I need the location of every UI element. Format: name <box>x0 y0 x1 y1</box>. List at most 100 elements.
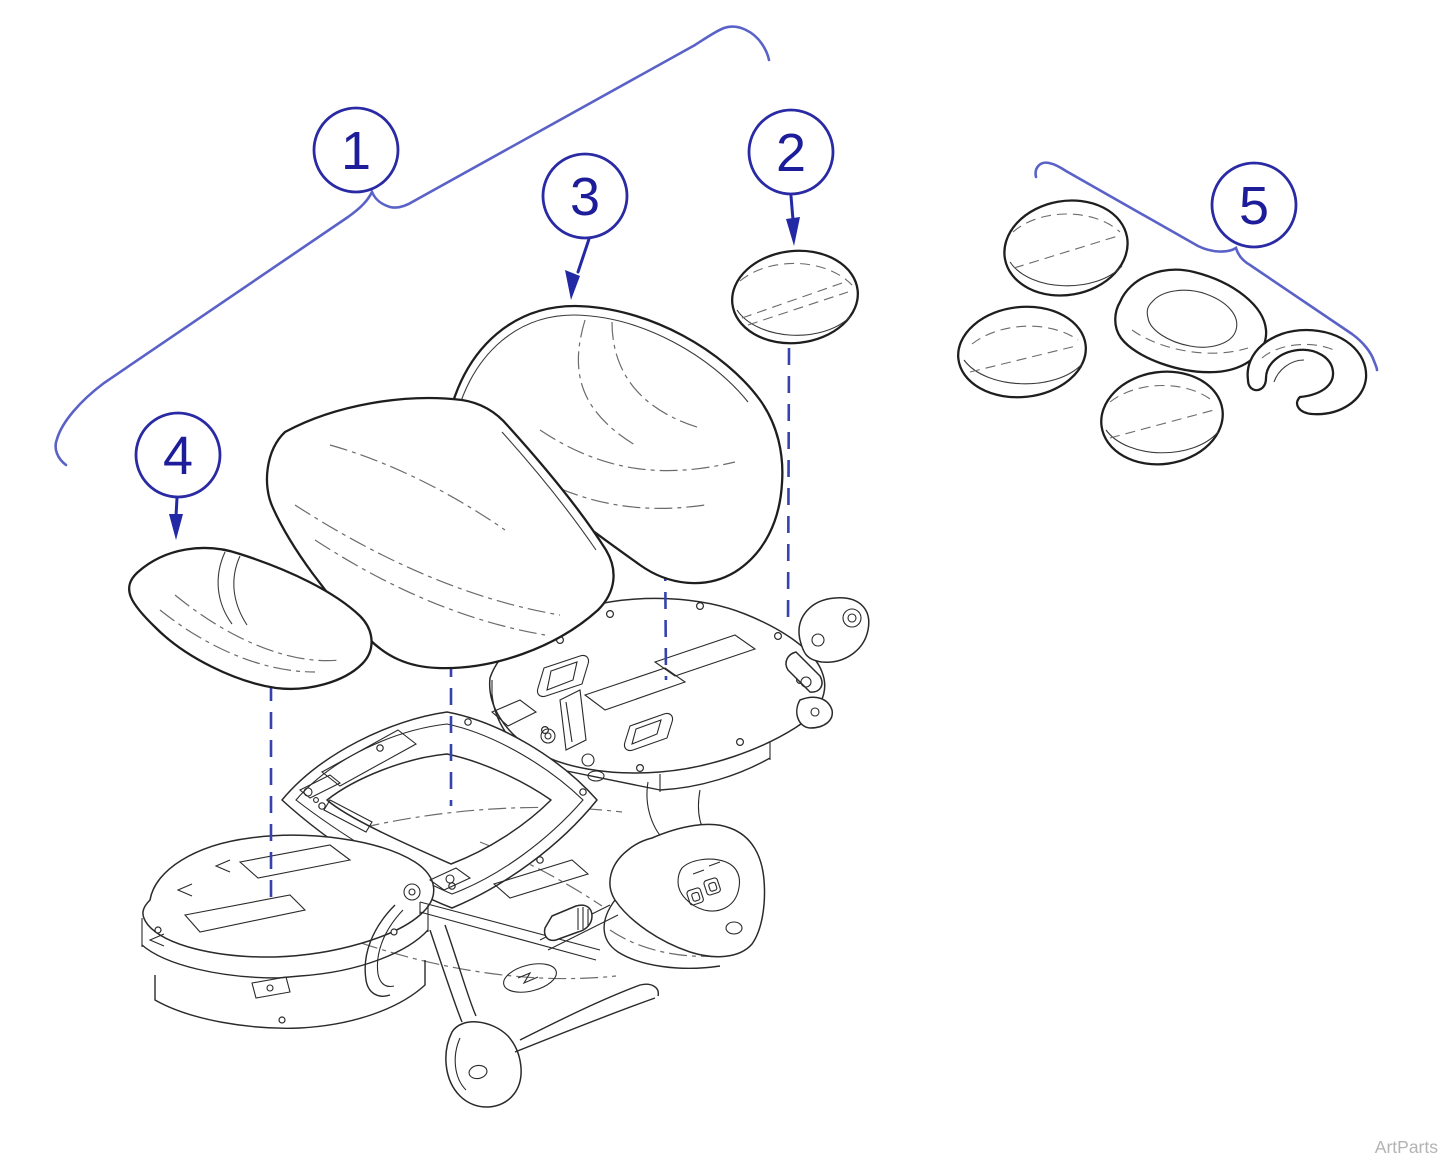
kit-pad-oval-left <box>957 305 1087 399</box>
callout-number: 5 <box>1239 176 1269 236</box>
armrest-seam <box>217 551 233 625</box>
arrow-item-2 <box>786 194 800 246</box>
armrest-seam <box>233 555 248 626</box>
accessory-pad-kit <box>957 199 1368 466</box>
seat-contour <box>294 504 561 616</box>
kit-pad-outline <box>1100 370 1224 466</box>
headrest-contour <box>741 281 846 319</box>
linkage-bracket <box>490 699 538 727</box>
backrest-cushion-outline <box>448 304 784 585</box>
hinge-cylinder-cap <box>800 676 812 688</box>
seat-seam-line <box>501 431 597 551</box>
arrow-head <box>565 270 580 300</box>
screw-icon <box>579 788 587 796</box>
screw-icon <box>635 763 644 772</box>
port-vent-mark <box>692 861 721 875</box>
frame-slot <box>623 712 674 752</box>
kit-pad-inner-line <box>1273 359 1305 383</box>
callout-brackets <box>54 25 1379 467</box>
front-arm-edge <box>514 997 656 1053</box>
seat-strap <box>364 904 404 997</box>
arrow-stem <box>174 496 179 518</box>
brand-logo-plate <box>503 963 557 993</box>
callout-number: 1 <box>341 121 371 181</box>
front-yoke-and-foot <box>429 924 659 1108</box>
kit-pad-oval-bottom <box>1100 370 1224 466</box>
callout-circle <box>1210 161 1298 249</box>
port-outer <box>686 887 704 906</box>
kit-pad-outline <box>1003 199 1129 297</box>
base-lobe-outline <box>609 823 766 958</box>
callout-balloon-4: 4 <box>134 411 222 499</box>
screw-icon <box>390 928 398 936</box>
seat-ring-rim-line <box>295 723 584 895</box>
kit-pad-contour <box>1013 235 1119 269</box>
bracket-item-1 <box>54 25 771 467</box>
ring-clamp-details <box>298 774 373 833</box>
screw-icon <box>735 737 744 746</box>
connector-ports <box>686 861 721 906</box>
kit-pad-outline <box>957 305 1087 399</box>
backrest-frame-plate <box>488 597 870 792</box>
platform-label-sticker <box>183 894 307 933</box>
backrest-piping-left <box>457 314 575 411</box>
arrow-item-3 <box>565 237 591 300</box>
screw-icon <box>773 631 782 640</box>
callout-balloon-3: 3 <box>541 152 629 240</box>
kit-pad-horseshoe <box>1246 328 1368 416</box>
screw-icon <box>376 744 384 752</box>
linkage-pivot <box>581 753 595 767</box>
knob-body <box>543 904 593 942</box>
chevron-mark <box>148 933 165 947</box>
latch-pin <box>266 984 274 992</box>
frame-slot-inner <box>631 719 662 745</box>
kit-pad-contour <box>1109 409 1215 439</box>
armrest-contour <box>159 609 316 673</box>
armrest-contour <box>174 594 341 662</box>
screw-icon <box>318 802 326 810</box>
headrest-pad <box>731 249 859 345</box>
seat-cushion <box>265 396 615 670</box>
bracket-item-5 <box>1034 161 1379 372</box>
frame-slot <box>536 654 590 698</box>
kit-pad-contour <box>969 345 1077 373</box>
arrow-head <box>786 217 800 246</box>
screw-icon <box>536 856 544 864</box>
armrest-platform-top <box>142 834 435 958</box>
bracket-box <box>428 867 472 891</box>
foot-pad-hole <box>468 1064 488 1080</box>
callout-number: 2 <box>776 123 806 183</box>
kit-pad-oval-top <box>1003 199 1129 297</box>
headrest-leader-line <box>786 347 791 628</box>
yoke-edge <box>429 929 463 1023</box>
seat-mechanism-assembly <box>141 597 870 1108</box>
logo-oval <box>503 963 557 993</box>
arrow-stem <box>789 194 795 222</box>
hinge-ear <box>796 696 833 729</box>
adjustment-knob <box>543 904 593 942</box>
kit-pad-outline <box>1114 268 1268 374</box>
armrest-cushion-outline <box>127 546 373 690</box>
clamp-pin <box>303 787 313 797</box>
pulley-inner <box>408 888 416 896</box>
screw-icon <box>605 609 614 618</box>
armrest-cushion <box>127 546 373 690</box>
frame-slot-inner <box>546 661 578 691</box>
kit-pad-contour <box>1261 343 1335 359</box>
callout-circle <box>541 152 629 240</box>
platform-label-sticker <box>238 844 352 879</box>
callout-circle <box>747 108 835 196</box>
kit-pad-contour <box>1109 385 1215 403</box>
hinge-hole <box>811 633 825 647</box>
hidden-line <box>329 931 617 980</box>
arrow-stem <box>576 237 591 274</box>
hinge-pivot <box>842 608 862 628</box>
callout-balloons: 1 2 3 4 5 <box>134 106 1298 499</box>
kit-pad-piping <box>1009 261 1123 287</box>
foot-pad-inner-line <box>454 1037 467 1091</box>
linkage-plate <box>559 689 587 751</box>
screw-icon <box>278 1016 286 1024</box>
hinge-body <box>798 597 870 663</box>
yoke-edge <box>444 924 477 1017</box>
